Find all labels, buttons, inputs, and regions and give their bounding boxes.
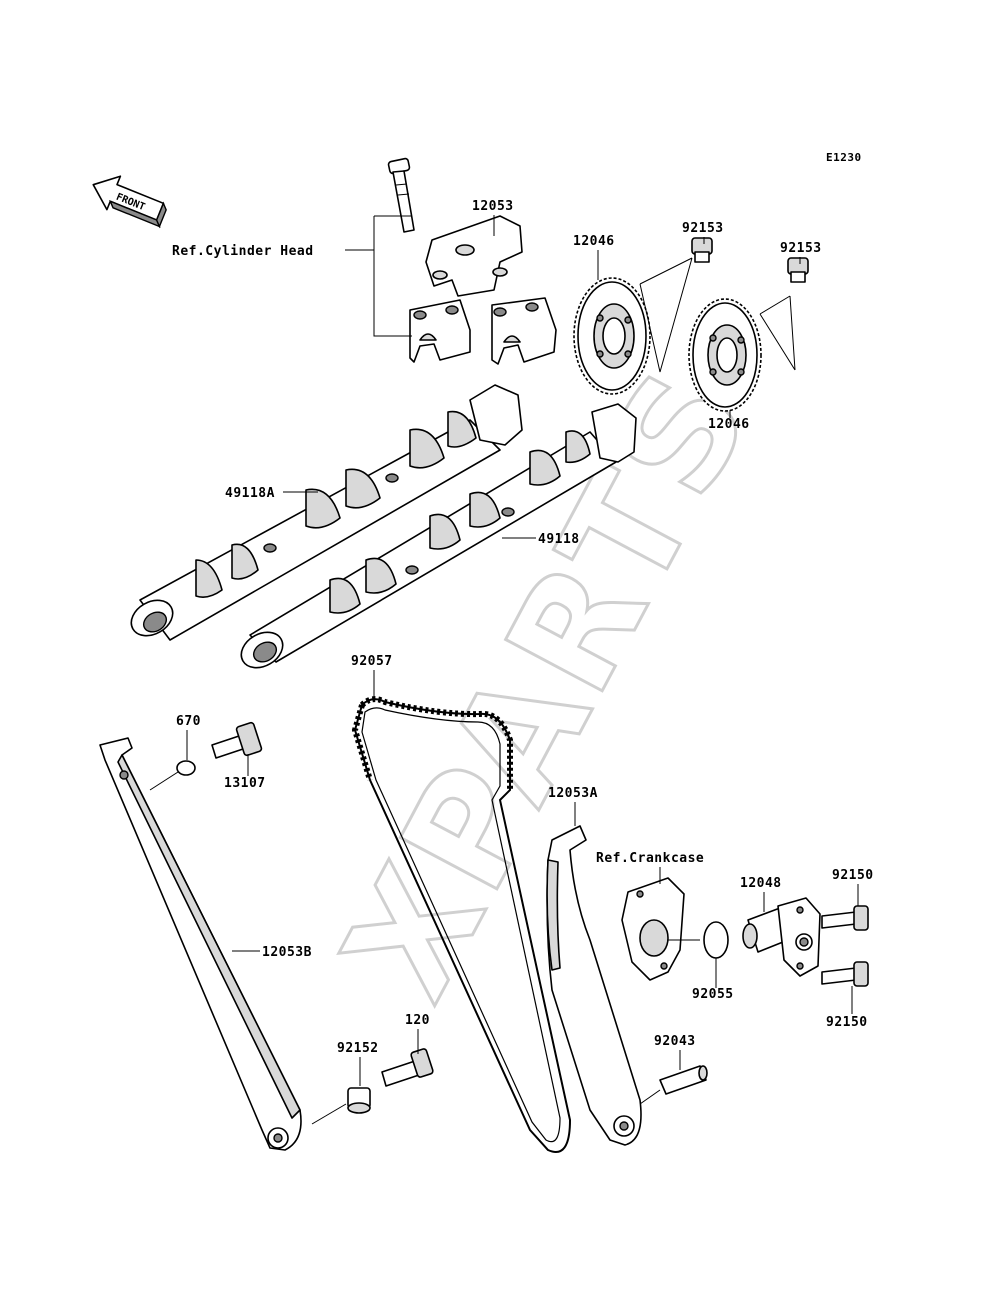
label-670: 670 [176,714,201,729]
camshaft-49118A [130,384,523,641]
lead-670-to-guide [149,771,179,791]
label-12046-b: 12046 [708,417,750,432]
cam-cap-bolt [387,157,415,233]
pivot-bolt-13107 [211,721,263,759]
label-12053: 12053 [472,199,514,214]
sprocket-bolt-b [787,257,809,283]
tensioner-bolt-b [821,961,869,987]
cylinder-head-caps [409,297,557,365]
cam-chain-tensioner-12048 [742,897,821,977]
sprocket-bolt-a [691,237,713,263]
label-12046-a: 12046 [573,234,615,249]
front-arrow-icon: FRONT [92,175,167,229]
label-120: 120 [405,1013,430,1028]
tensioner-bolt-a [821,905,869,931]
cam-holder-plate [425,215,523,297]
ref-cylinder-head-bracket [373,215,412,337]
label-92055: 92055 [692,987,734,1002]
lead-collar-to-guide [311,1103,347,1125]
label-92152: 92152 [337,1041,379,1056]
gasket-92055 [703,921,729,959]
label-49118: 49118 [538,532,580,547]
camshaft-49118 [240,403,637,669]
o-ring-670 [176,760,196,776]
label-12053A: 12053A [548,786,598,801]
lead-bolt-sprocket-b [759,295,796,371]
label-49118A: 49118A [225,486,275,501]
label-ref-cylinder-head: Ref.Cylinder Head [172,244,314,259]
cam-sprocket-a [573,277,651,395]
label-12048: 12048 [740,876,782,891]
label-92153-b: 92153 [780,241,822,256]
bolt-120 [381,1048,434,1087]
label-12053B: 12053B [262,945,312,960]
label-13107: 13107 [224,776,266,791]
label-92043: 92043 [654,1034,696,1049]
tensioner-guide-12053A [546,825,642,1146]
pin-92043 [659,1065,708,1095]
chain-guide-12053B [99,737,302,1151]
label-ref-crankcase: Ref.Crankcase [596,851,704,866]
label-92057: 92057 [351,654,393,669]
collar-92152 [347,1087,371,1114]
crankcase-tensioner-mount [621,877,685,981]
lead-pin-to-guide [639,1089,661,1105]
cam-sprocket-b [688,298,762,412]
label-92150-b: 92150 [826,1015,868,1030]
lead-bolt-sprocket-a [639,257,693,373]
diagram-code: E1230 [826,151,862,164]
label-92153-a: 92153 [682,221,724,236]
label-92150-a: 92150 [832,868,874,883]
